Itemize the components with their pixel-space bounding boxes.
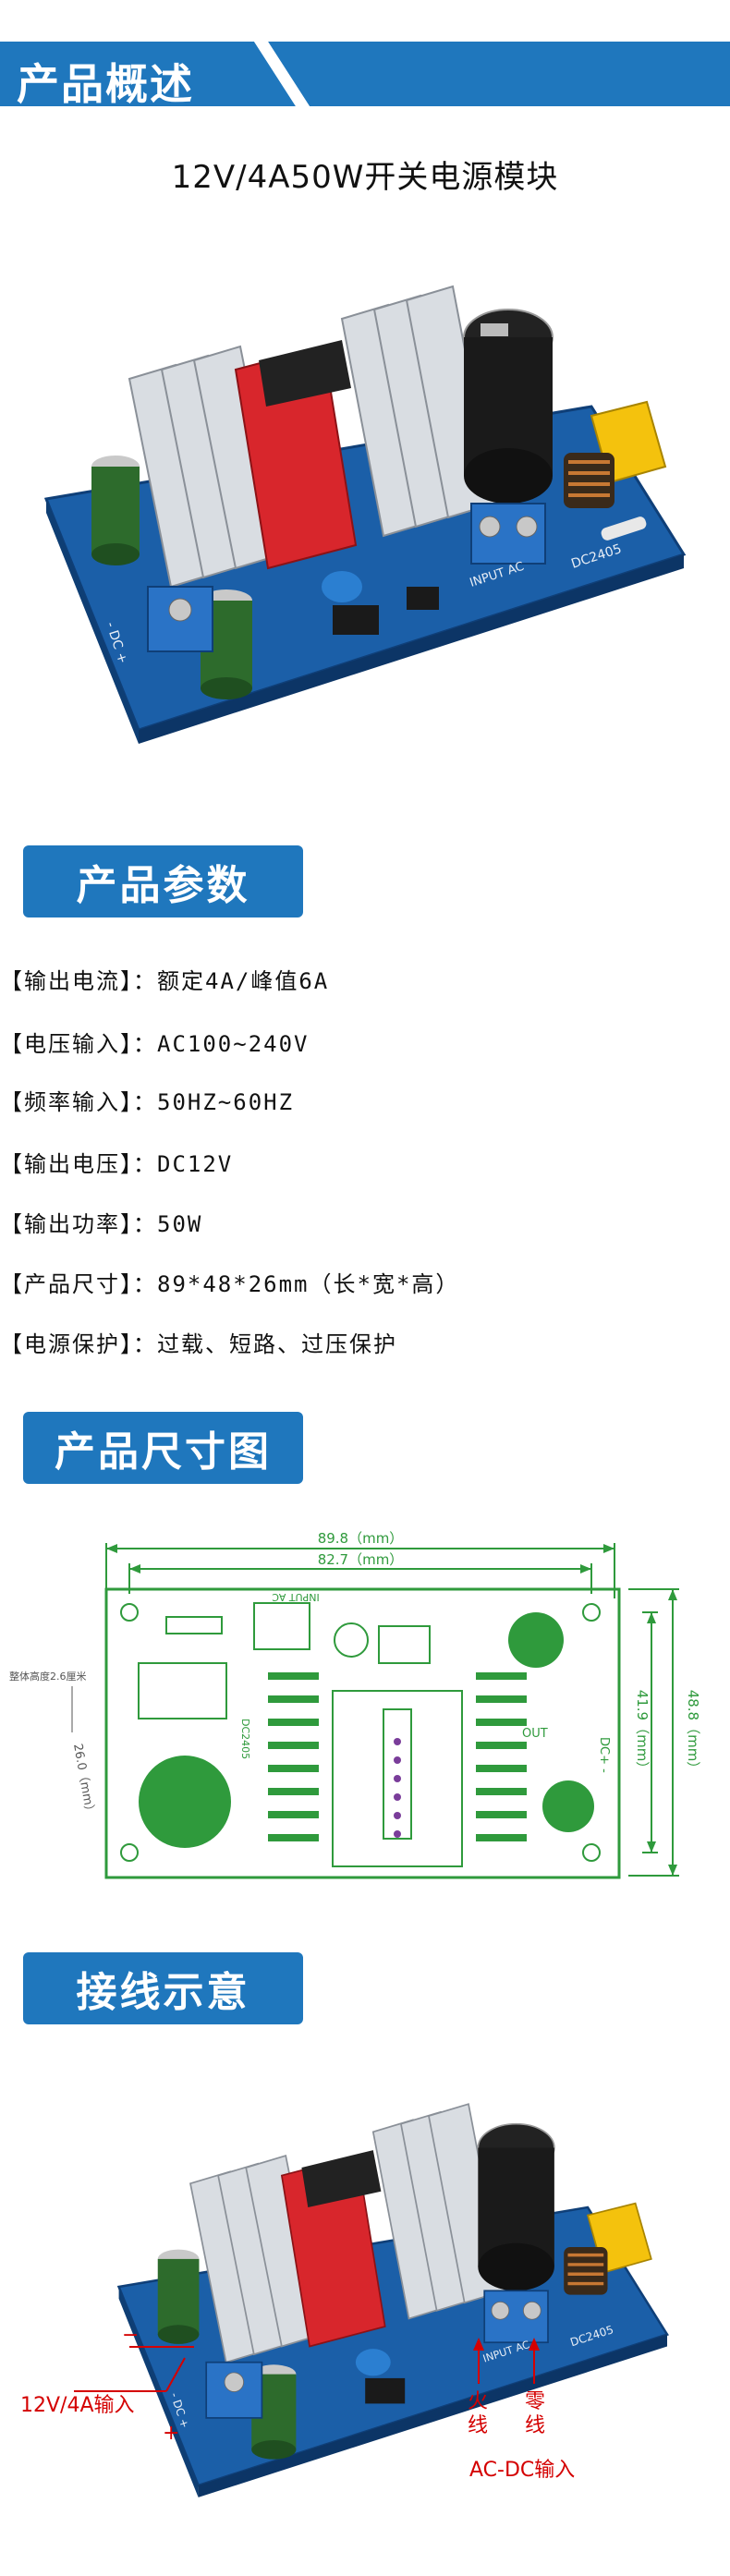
dimension-drawing: 89.8（mm） 82.7（mm） 48.8（mm） 41.9（mm） INPU…	[9, 1530, 701, 1879]
product-photo: DC2405 INPUT AC - DC +	[43, 285, 687, 744]
spec-row-output-voltage: 【输出电压】：DC12V	[0, 1146, 233, 1178]
dim-total-width: 48.8（mm）	[685, 1690, 701, 1776]
overview-title: 产品概述	[17, 59, 194, 109]
spec-label: 【输出功率】：	[0, 1211, 157, 1237]
drawing-dc-label: DC+ -	[597, 1737, 611, 1773]
dim-hole-length: 82.7（mm）	[318, 1551, 404, 1568]
wiring-title: 接线示意	[23, 1952, 303, 2024]
wiring-minus: −	[122, 2324, 139, 2347]
spec-value: 89*48*26mm（长*宽*高）	[157, 1271, 460, 1297]
wiring-output-label: 12V/4A输入	[20, 2394, 135, 2417]
dimensions-title: 产品尺寸图	[23, 1412, 303, 1484]
spec-row-protection: 【电源保护】：过载、短路、过压保护	[0, 1326, 397, 1358]
spec-value: 50W	[157, 1211, 203, 1237]
spec-row-size: 【产品尺寸】：89*48*26mm（长*宽*高）	[0, 1266, 459, 1298]
spec-value: 50HZ~60HZ	[157, 1089, 295, 1115]
spec-value: DC12V	[157, 1151, 234, 1177]
spec-row-output-current: 【输出电流】：额定4A/峰值6A	[0, 963, 329, 995]
banner-shape	[0, 42, 730, 106]
overview-banner: 产品概述	[0, 42, 730, 109]
wiring-neutral-label: 零线	[525, 2390, 545, 2437]
spec-label: 【产品尺寸】：	[0, 1271, 157, 1297]
params-title: 产品参数	[23, 845, 303, 917]
wiring-live-label: 火线	[468, 2390, 488, 2437]
drawing-out-label: OUT	[522, 1727, 548, 1741]
dim-hole-width: 41.9（mm）	[634, 1690, 651, 1776]
drawing-model-label: DC2405	[239, 1719, 251, 1759]
dim-total-length: 89.8（mm）	[318, 1530, 404, 1547]
spec-label: 【频率输入】：	[0, 1089, 157, 1115]
product-name: 12V/4A50W开关电源模块	[171, 159, 559, 196]
height-note: 整体高度2.6厘米	[9, 1670, 87, 1683]
spec-value: 额定4A/峰值6A	[157, 968, 330, 994]
drawing-input-label: INPUT AC	[272, 1591, 320, 1603]
spec-row-input-voltage: 【电压输入】：AC100~240V	[0, 1026, 310, 1058]
spec-row-output-power: 【输出功率】：50W	[0, 1206, 202, 1238]
diameter-note: 26.0（mm）	[70, 1743, 97, 1818]
wiring-ac-label: AC-DC输入	[469, 2459, 575, 2482]
spec-label: 【输出电流】：	[0, 968, 157, 994]
spec-value: 过载、短路、过压保护	[157, 1331, 397, 1357]
spec-label: 【输出电压】：	[0, 1151, 157, 1177]
spec-label: 【电源保护】：	[0, 1331, 157, 1357]
wiring-plus: +	[163, 2422, 179, 2445]
spec-value: AC100~240V	[157, 1031, 310, 1057]
wiring-photo: DC2405 INPUT AC - DC + − + 12V/4A输入 火线 零…	[20, 2103, 669, 2497]
spec-row-input-frequency: 【频率输入】：50HZ~60HZ	[0, 1084, 294, 1116]
spec-label: 【电压输入】：	[0, 1031, 157, 1057]
